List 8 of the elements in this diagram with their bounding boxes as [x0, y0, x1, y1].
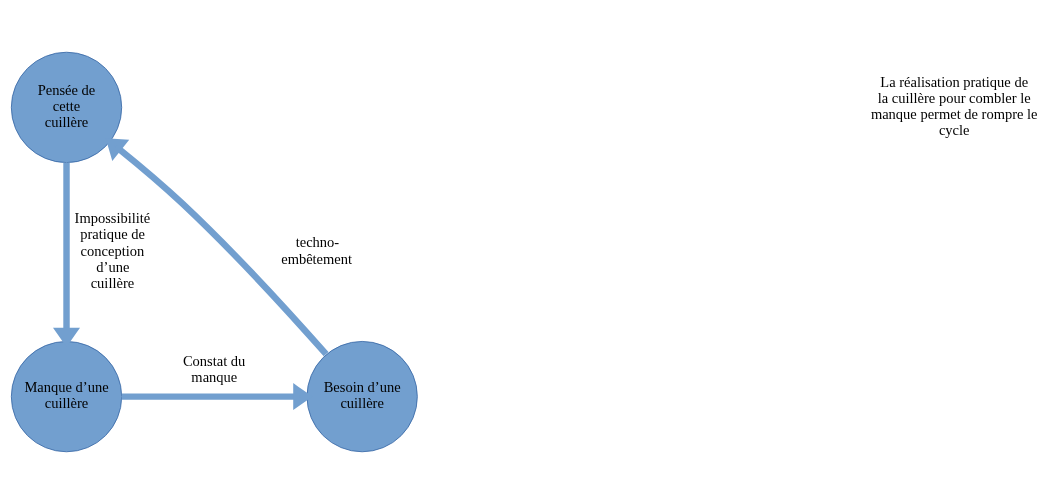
label: La réalisation pratique de la cuillère pour combler le manque permet de rompre le cycle: [870, 73, 1038, 138]
edge-label: Impossibilité pratique de conception d’une cuillère: [74, 209, 151, 291]
node-circle: Besoin d’une cuillère: [306, 340, 418, 452]
node-circle: Pensée de cette cuillère: [10, 51, 123, 163]
node-circle: Manque d’une cuillère: [10, 340, 123, 452]
edge-label: Constat du manque: [182, 352, 246, 385]
arrow: [105, 137, 329, 356]
edge-label: techno-embêtement: [281, 233, 353, 267]
